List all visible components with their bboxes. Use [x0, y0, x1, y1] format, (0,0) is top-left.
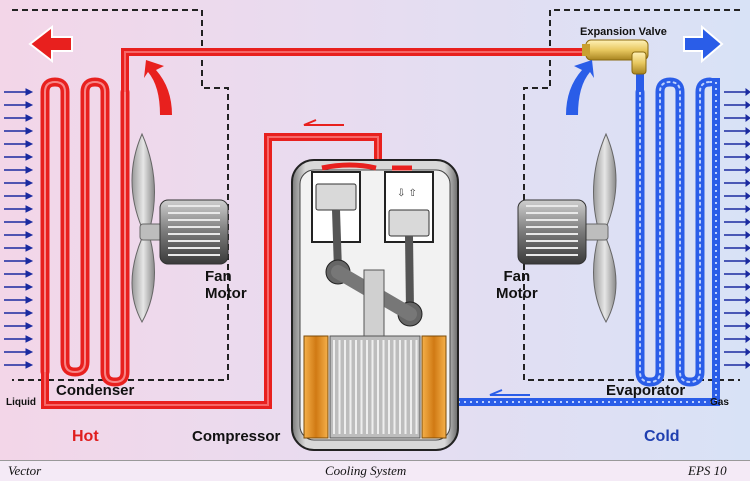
hot-out-arrow [28, 24, 73, 64]
airflow-arrows-left [4, 88, 34, 369]
condenser-dashed-box [12, 9, 229, 381]
hot-label: Hot [72, 428, 99, 445]
condenser-label: Condenser [56, 382, 135, 399]
pipe-arrow-top [303, 119, 344, 126]
cold-out-arrow [683, 24, 724, 64]
left-fan-motor [159, 199, 229, 265]
footer-bar: Vector Cooling System EPS 10 [0, 460, 750, 481]
left-fan-motor-label: Fan Motor [205, 268, 247, 302]
svg-text:⇩ ⇧: ⇩ ⇧ [397, 188, 417, 199]
cold-curved-arrow [566, 60, 594, 115]
footer-left-text: Vector [8, 463, 42, 478]
right-fan-blade [583, 132, 617, 324]
expansion-valve [582, 39, 649, 75]
airflow-arrows-right [724, 88, 750, 369]
hot-curved-arrow [144, 60, 172, 115]
left-fan-blade [131, 132, 165, 324]
right-fan-motor-label: Fan Motor [496, 268, 538, 302]
right-fan-motor [517, 199, 587, 265]
footer-right-text: EPS 10 [688, 463, 727, 478]
evaporator-dashed-box [523, 9, 740, 381]
pipe-arrow-bottom [489, 389, 530, 396]
condenser-coil [40, 77, 130, 387]
compressor-label: Compressor [192, 428, 281, 445]
diagram-canvas: ⇩ ⇧ [4, 9, 750, 451]
cold-label: Cold [644, 428, 680, 445]
expansion-valve-label: Expansion Valve [580, 26, 667, 38]
compressor: ⇩ ⇧ [291, 159, 459, 451]
footer-title: Cooling System [325, 463, 407, 478]
evaporator-coil [635, 77, 715, 387]
evaporator-label: Evaporator [606, 382, 686, 399]
gas-label: Gas [710, 397, 729, 408]
liquid-label: Liquid [6, 397, 36, 408]
hot-pipe [41, 48, 600, 409]
